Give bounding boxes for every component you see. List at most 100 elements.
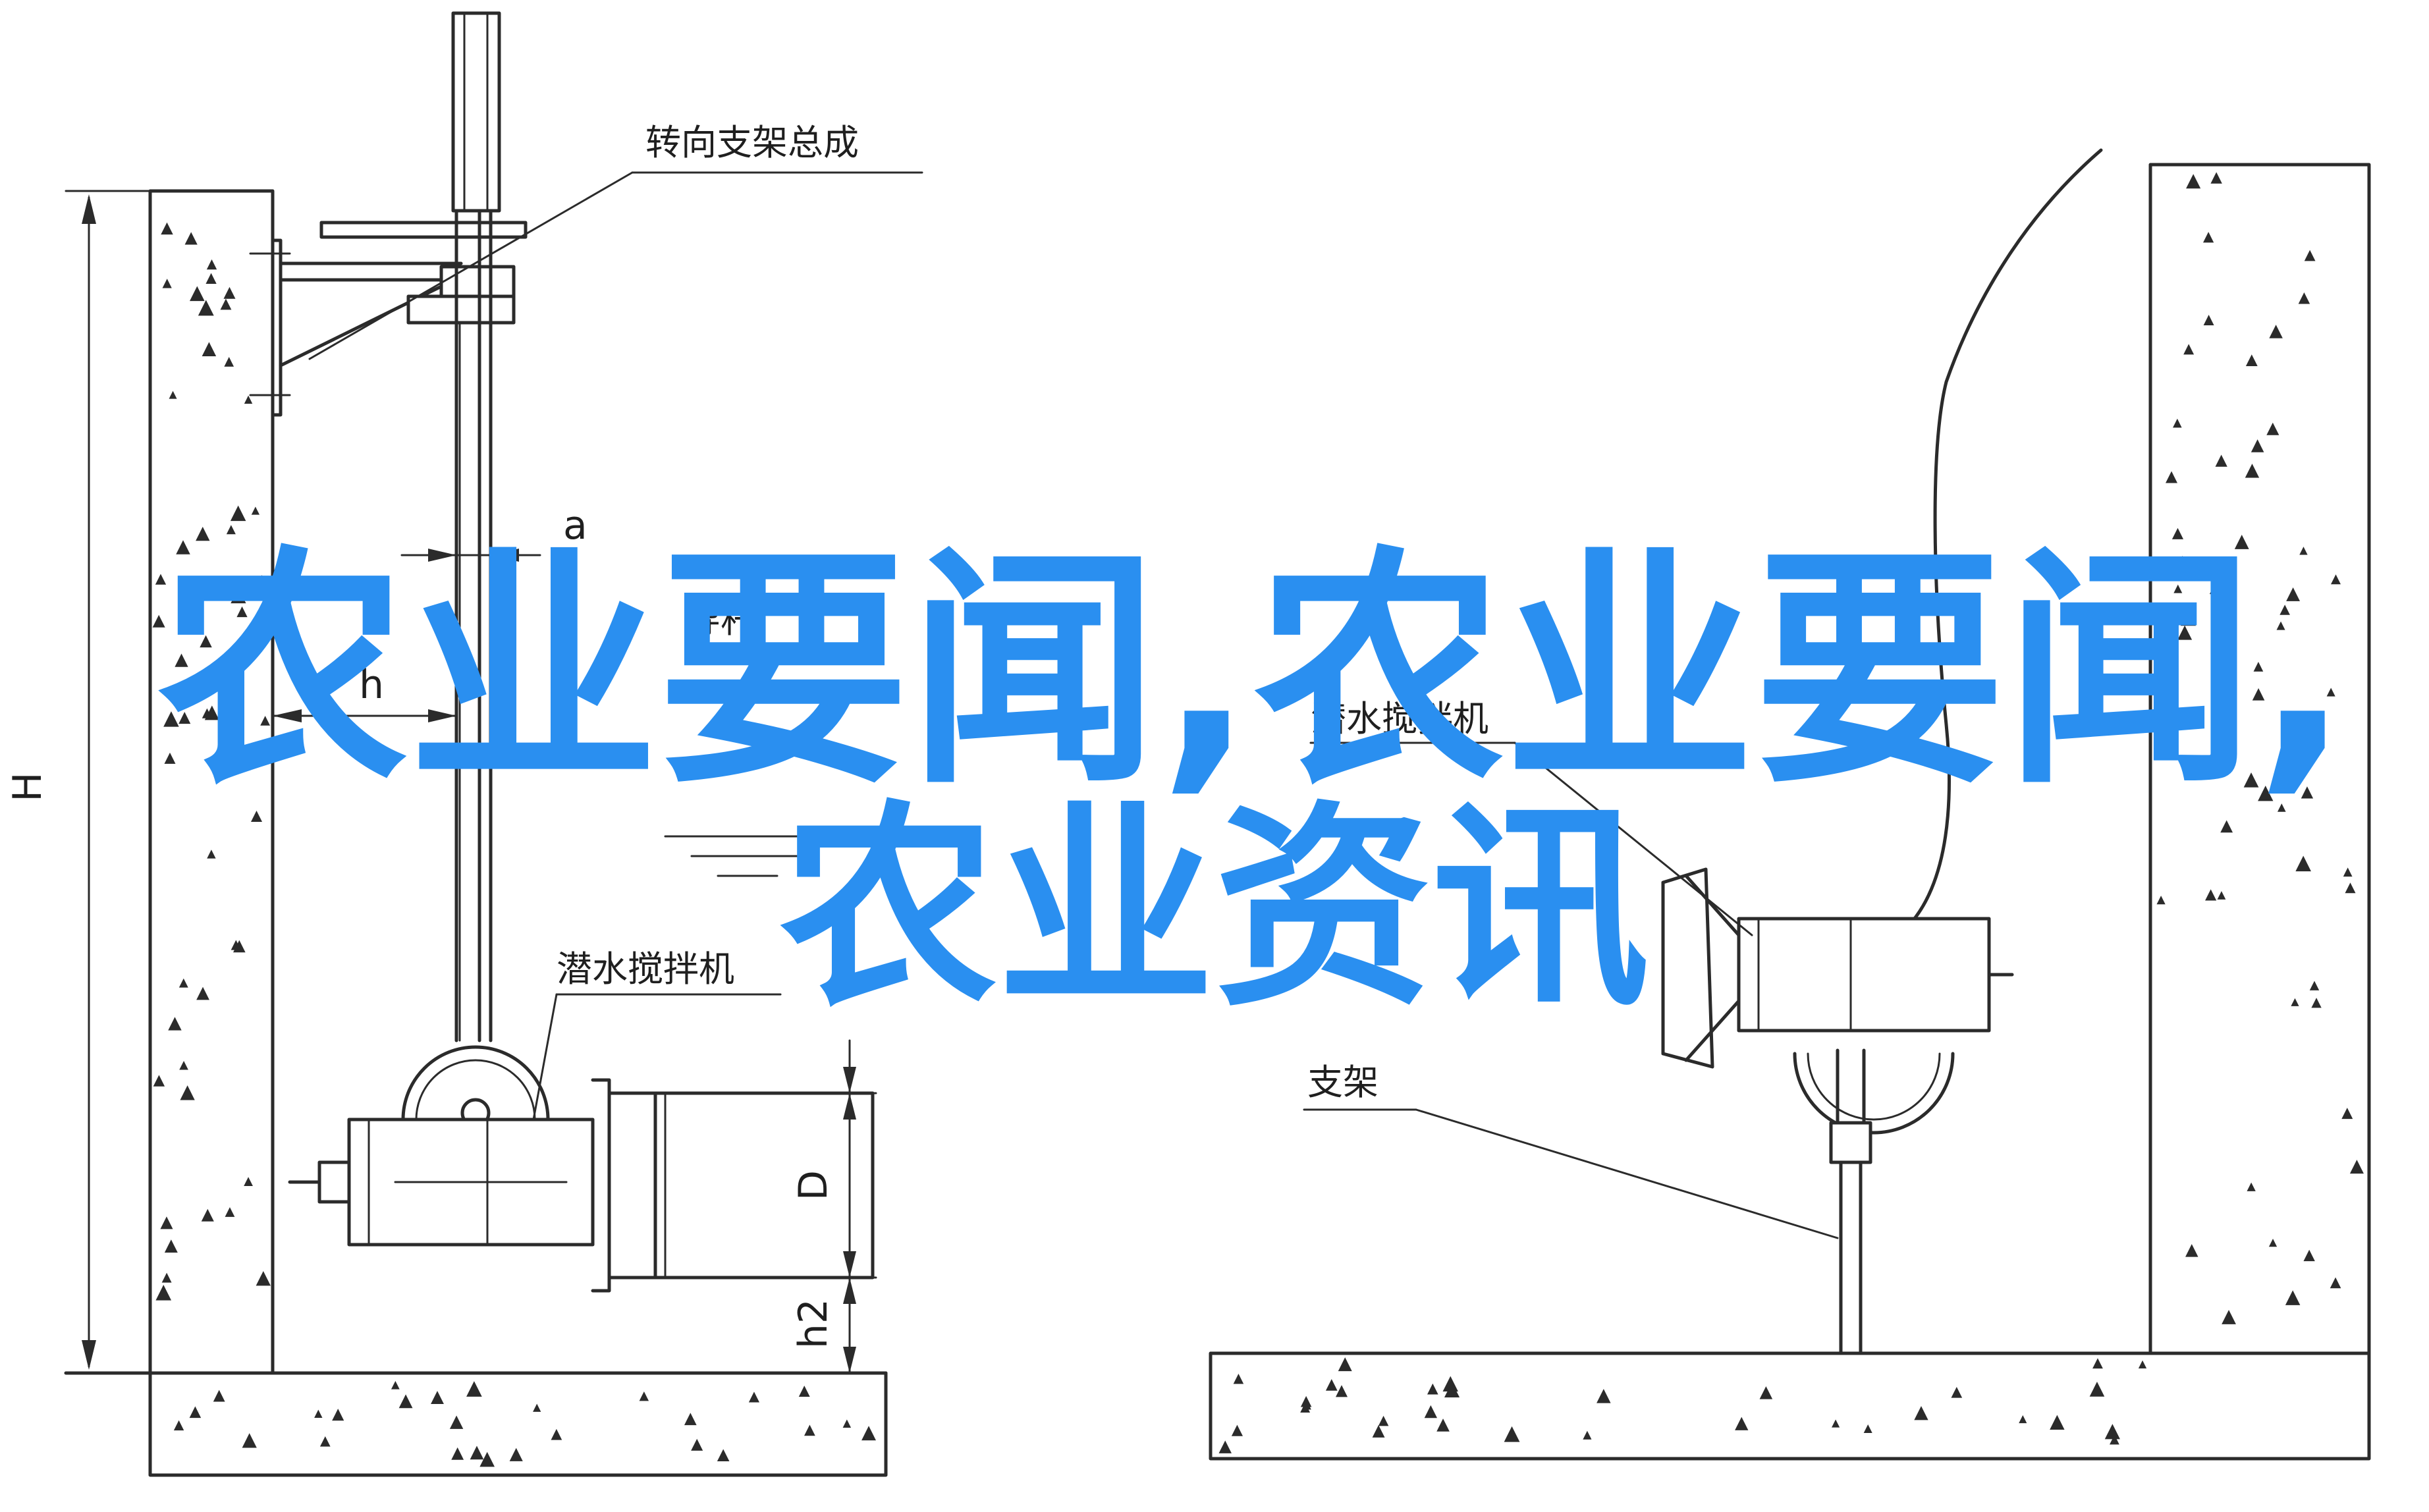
concrete-speck xyxy=(2298,292,2310,304)
concrete-speck xyxy=(470,1445,484,1460)
concrete-speck xyxy=(244,1177,253,1186)
concrete-speck xyxy=(162,279,172,288)
concrete-speck xyxy=(2245,354,2258,367)
concrete-speck xyxy=(242,1433,257,1448)
concrete-speck xyxy=(207,850,216,859)
steering-bracket-callout: 转向支架总成 xyxy=(308,122,923,360)
concrete-speck xyxy=(449,1415,464,1429)
concrete-speck xyxy=(180,1085,195,1100)
label-steering-bracket: 转向支架总成 xyxy=(645,122,859,163)
concrete-speck xyxy=(256,1271,271,1286)
concrete-speck xyxy=(864,1430,874,1440)
concrete-speck xyxy=(2304,250,2316,261)
concrete-speck xyxy=(169,391,177,399)
concrete-speck xyxy=(2286,587,2301,601)
concrete-speck xyxy=(202,708,212,718)
concrete-speck xyxy=(2173,418,2182,428)
concrete-speck xyxy=(153,1075,165,1087)
concrete-speck xyxy=(2269,325,2283,338)
mixer-top-callout: 潜水搅拌机 xyxy=(1309,698,1753,936)
concrete-speck xyxy=(196,526,210,541)
concrete-speck xyxy=(684,1413,697,1426)
concrete-speck xyxy=(2217,891,2226,900)
concrete-speck xyxy=(1863,1424,1872,1434)
concrete-speck xyxy=(231,587,246,604)
concrete-speck xyxy=(2205,889,2217,901)
dimension-a: a xyxy=(400,502,587,562)
concrete-speck xyxy=(2349,1160,2364,1174)
concrete-speck xyxy=(164,1239,178,1253)
concrete-speck xyxy=(2277,803,2286,812)
concrete-speck xyxy=(2326,688,2335,697)
bracket-callout: 支架 xyxy=(1303,1062,1839,1239)
label-bracket: 支架 xyxy=(1307,1062,1378,1103)
concrete-speck xyxy=(2185,1244,2198,1257)
concrete-speck xyxy=(173,1420,184,1431)
concrete-speck xyxy=(451,1447,464,1460)
concrete-speck xyxy=(1597,1389,1611,1403)
concrete-speck xyxy=(1300,1395,1312,1407)
concrete-speck xyxy=(250,810,263,823)
concrete-speck xyxy=(319,1436,331,1447)
concrete-speck xyxy=(1583,1430,1592,1440)
mixer-left xyxy=(288,1045,875,1293)
right-guide-curve xyxy=(1836,148,2103,957)
concrete-speck xyxy=(164,752,176,764)
concrete-speck xyxy=(178,712,191,724)
concrete-speck xyxy=(431,1391,444,1405)
concrete-speck xyxy=(2203,315,2214,325)
concrete-speck xyxy=(213,1390,225,1402)
concrete-speck xyxy=(2180,610,2196,626)
concrete-speck xyxy=(391,1380,400,1390)
concrete-speck xyxy=(1832,1419,1840,1428)
dimension-h: h xyxy=(271,662,458,722)
concrete-speck xyxy=(214,764,224,774)
concrete-speck xyxy=(213,582,223,592)
concrete-speck xyxy=(2110,1434,2119,1445)
concrete-speck xyxy=(201,1208,214,1222)
concrete-speck xyxy=(479,1451,495,1467)
concrete-speck xyxy=(2177,625,2193,640)
concrete-speck xyxy=(172,684,185,697)
concrete-speck xyxy=(226,525,236,535)
concrete-speck xyxy=(251,506,260,515)
mixer-right xyxy=(1661,867,2014,1355)
dim-a-label: a xyxy=(563,502,587,549)
concrete-speck xyxy=(1951,1387,1963,1398)
concrete-speck xyxy=(2092,1358,2103,1369)
concrete-speck xyxy=(2171,527,2184,539)
left-tank-wall xyxy=(64,189,888,1477)
concrete-speck xyxy=(2251,439,2264,452)
concrete-speck xyxy=(256,575,268,587)
label-mixer-left: 潜水搅拌机 xyxy=(557,948,734,990)
concrete-speck xyxy=(509,1447,523,1461)
concrete-speck xyxy=(842,1419,852,1428)
concrete-speck xyxy=(198,300,214,316)
concrete-speck xyxy=(220,298,232,310)
concrete-speck xyxy=(2210,172,2222,184)
concrete-speck xyxy=(1735,1417,1749,1430)
concrete-speck xyxy=(2299,547,2308,555)
concrete-speck xyxy=(225,1207,235,1217)
concrete-speck xyxy=(231,940,241,950)
concrete-speck xyxy=(152,614,165,628)
concrete-speck xyxy=(2104,1424,2120,1440)
dimension-D-h2: D h2 xyxy=(790,1039,877,1374)
concrete-speck xyxy=(1504,1426,1520,1442)
concrete-speck xyxy=(260,715,271,726)
guide-rod-left xyxy=(319,11,528,1042)
concrete-speck xyxy=(639,1391,649,1401)
concrete-speck xyxy=(2285,1290,2301,1305)
mixer-left-callout: 潜水搅拌机 xyxy=(532,948,782,1121)
concrete-speck xyxy=(1378,1415,1389,1426)
concrete-speck xyxy=(2301,786,2314,799)
concrete-speck xyxy=(1372,1425,1385,1438)
concrete-speck xyxy=(804,1424,815,1436)
concrete-speck xyxy=(1303,1401,1311,1410)
concrete-speck xyxy=(155,1285,172,1301)
concrete-speck xyxy=(1424,1405,1438,1418)
concrete-speck xyxy=(155,574,167,585)
concrete-speck xyxy=(466,1381,482,1397)
